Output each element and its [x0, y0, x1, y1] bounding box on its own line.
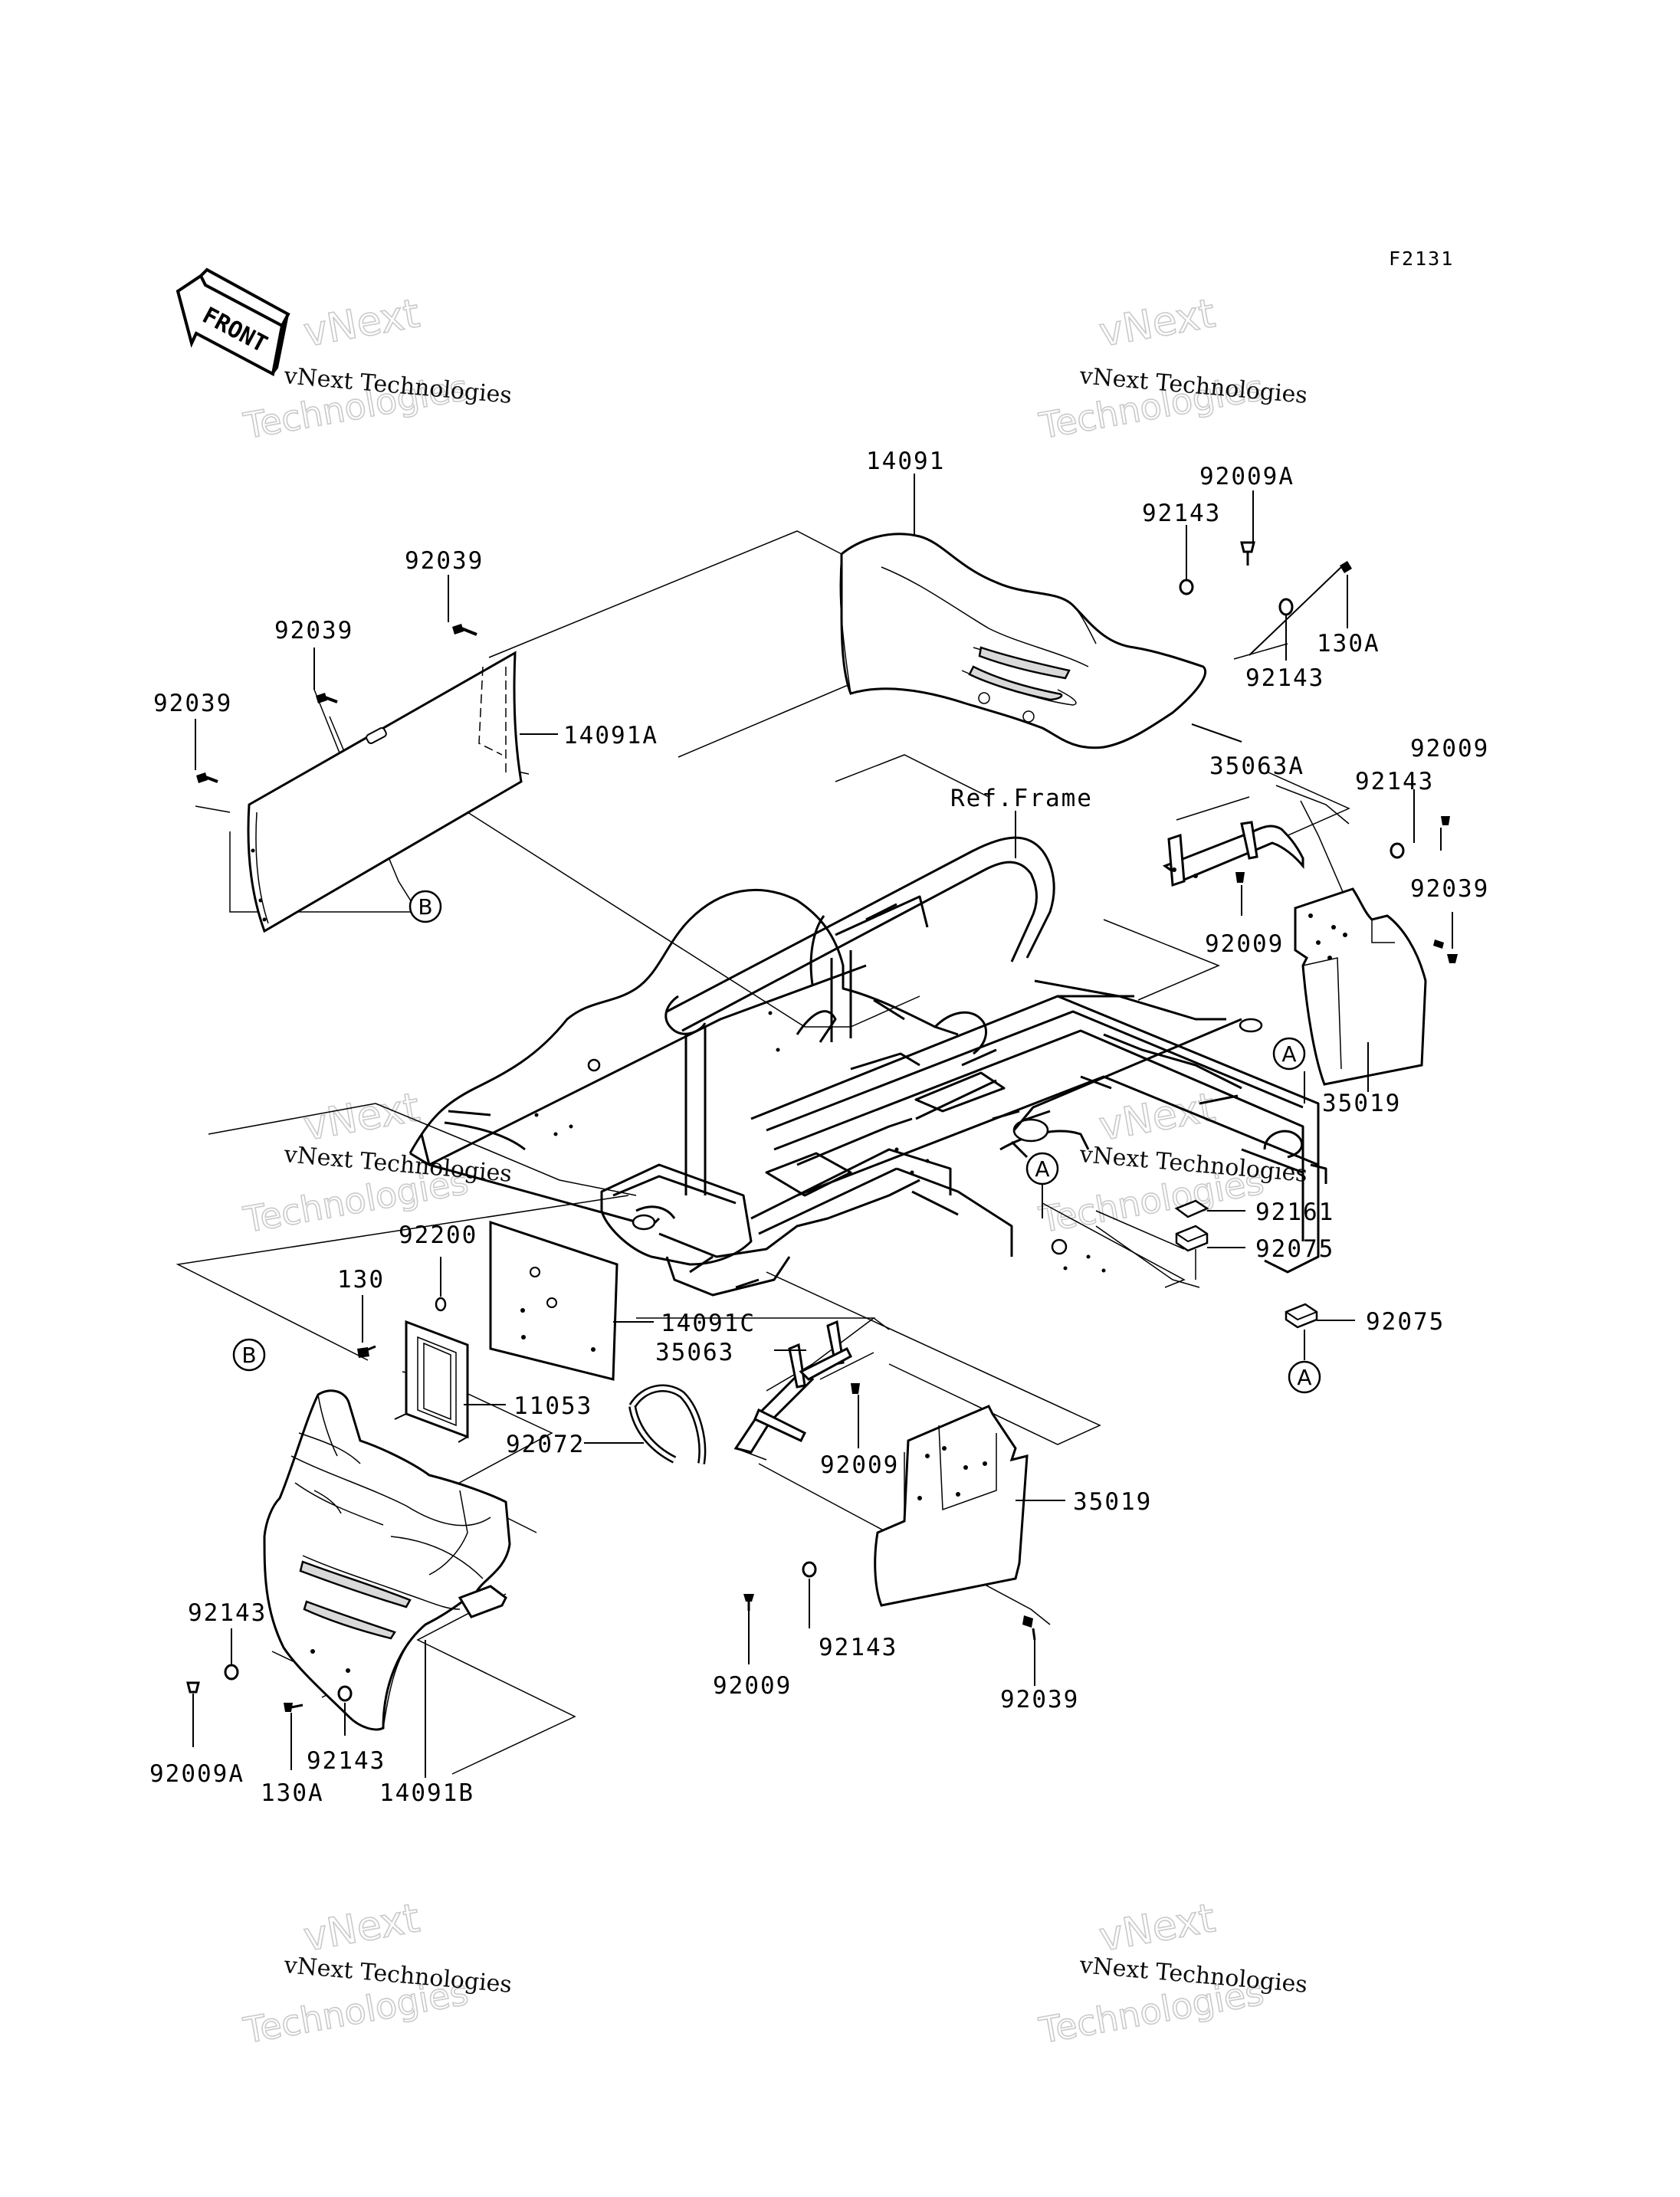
- svg-text:B: B: [418, 894, 432, 920]
- reference-marker-a-frame-right: A: [1272, 1037, 1306, 1071]
- label-92009-m: 92009: [820, 1451, 899, 1479]
- guide-lines: [176, 530, 1369, 1775]
- bracket-35063A: [1162, 821, 1304, 887]
- band-92072: [628, 1384, 707, 1464]
- reference-marker-b-bottom: B: [232, 1338, 266, 1372]
- watermark-bottom-left: vNext Technologies vNext Technologies: [240, 1895, 513, 2052]
- label-92143-b2: 92143: [188, 1599, 267, 1627]
- label-92039-c: 92039: [153, 690, 232, 717]
- watermark-vnext: vNext: [300, 290, 423, 356]
- label-92039-b: 92039: [274, 617, 353, 644]
- svg-text:vNext: vNext: [1096, 1895, 1219, 1960]
- label-92009A-top: 92009A: [1199, 463, 1294, 490]
- bracket-35063: [733, 1320, 860, 1461]
- svg-text:A: A: [1297, 1365, 1311, 1390]
- svg-text:A: A: [1281, 1041, 1296, 1067]
- label-92143-b3: 92143: [307, 1747, 386, 1775]
- label-11053: 11053: [514, 1392, 592, 1420]
- reference-marker-b-top: B: [409, 890, 442, 923]
- pad-icon: [1174, 1199, 1318, 1329]
- label-92200: 92200: [399, 1221, 477, 1249]
- label-14091B: 14091B: [379, 1779, 474, 1807]
- label-92161: 92161: [1255, 1199, 1334, 1226]
- side-panel-14091A: [247, 651, 523, 933]
- diagram-code: F2131: [1389, 248, 1454, 270]
- label-35063A: 35063A: [1209, 753, 1304, 780]
- label-14091: 14091: [866, 448, 945, 475]
- watermark-top-left: vNext Technologies vNext Technologies: [240, 290, 513, 448]
- svg-text:vNext: vNext: [1096, 290, 1219, 356]
- label-92009A-b: 92009A: [149, 1760, 244, 1788]
- bolt-icon: [196, 624, 477, 783]
- label-92072: 92072: [506, 1431, 585, 1458]
- label-14091C: 14091C: [661, 1310, 756, 1337]
- label-92039-b2: 92039: [1000, 1686, 1079, 1713]
- svg-text:B: B: [241, 1343, 256, 1368]
- front-fender-14091B: [263, 1389, 511, 1731]
- label-92009-r2: 92009: [1205, 930, 1284, 958]
- bolt-icon: [1179, 541, 1352, 656]
- part-labels: Ref.Frame 14091 92009A 92143 130A 92143 …: [149, 448, 1489, 1807]
- svg-text:vNext: vNext: [300, 1895, 423, 1960]
- ref-frame-label: Ref.Frame: [950, 785, 1093, 812]
- label-130A-b: 130A: [261, 1779, 324, 1807]
- label-92009-r1: 92009: [1410, 735, 1489, 762]
- reference-marker-a-frame-center: A: [1025, 1152, 1059, 1185]
- label-35019-m: 35019: [1073, 1488, 1152, 1516]
- label-92039-a: 92039: [405, 547, 484, 575]
- watermark-top-right: vNext Technologies vNext Technologies: [1035, 290, 1308, 448]
- label-35019-r: 35019: [1322, 1090, 1401, 1117]
- svg-text:A: A: [1035, 1156, 1049, 1182]
- reference-marker-a-detail: A: [1288, 1360, 1321, 1394]
- leader-lines: [192, 474, 1453, 1778]
- label-130: 130: [337, 1266, 385, 1294]
- cover-11053: [357, 1297, 469, 1443]
- bolt-icon: [186, 1561, 1036, 1712]
- watermark-mid-left: vNext Technologies vNext Technologies: [240, 1084, 513, 1241]
- mud-guard-35019-right: [1294, 887, 1427, 1086]
- rear-fender-14091: [839, 533, 1207, 749]
- label-92143-b1: 92143: [819, 1634, 897, 1661]
- panel-14091C: [489, 1220, 619, 1381]
- label-92143-top2: 92143: [1245, 664, 1324, 692]
- svg-text:vNext: vNext: [300, 1084, 423, 1149]
- label-92009-b: 92009: [713, 1672, 792, 1700]
- label-35063: 35063: [655, 1339, 734, 1366]
- front-arrow-icon: FRONT: [176, 267, 290, 377]
- label-92039-r: 92039: [1410, 875, 1489, 903]
- label-14091A: 14091A: [563, 722, 658, 749]
- watermark-bottom-right: vNext Technologies vNext Technologies: [1035, 1895, 1308, 2052]
- vehicle-frame: [409, 836, 1327, 1297]
- label-92075-b: 92075: [1366, 1308, 1445, 1336]
- bolt-icon: [1235, 816, 1458, 963]
- label-92143-r: 92143: [1355, 768, 1434, 795]
- label-92143-top1: 92143: [1142, 500, 1221, 527]
- label-130A-top: 130A: [1317, 630, 1380, 657]
- label-92075-a: 92075: [1255, 1235, 1334, 1263]
- mud-guard-35019-lower: [874, 1405, 1029, 1607]
